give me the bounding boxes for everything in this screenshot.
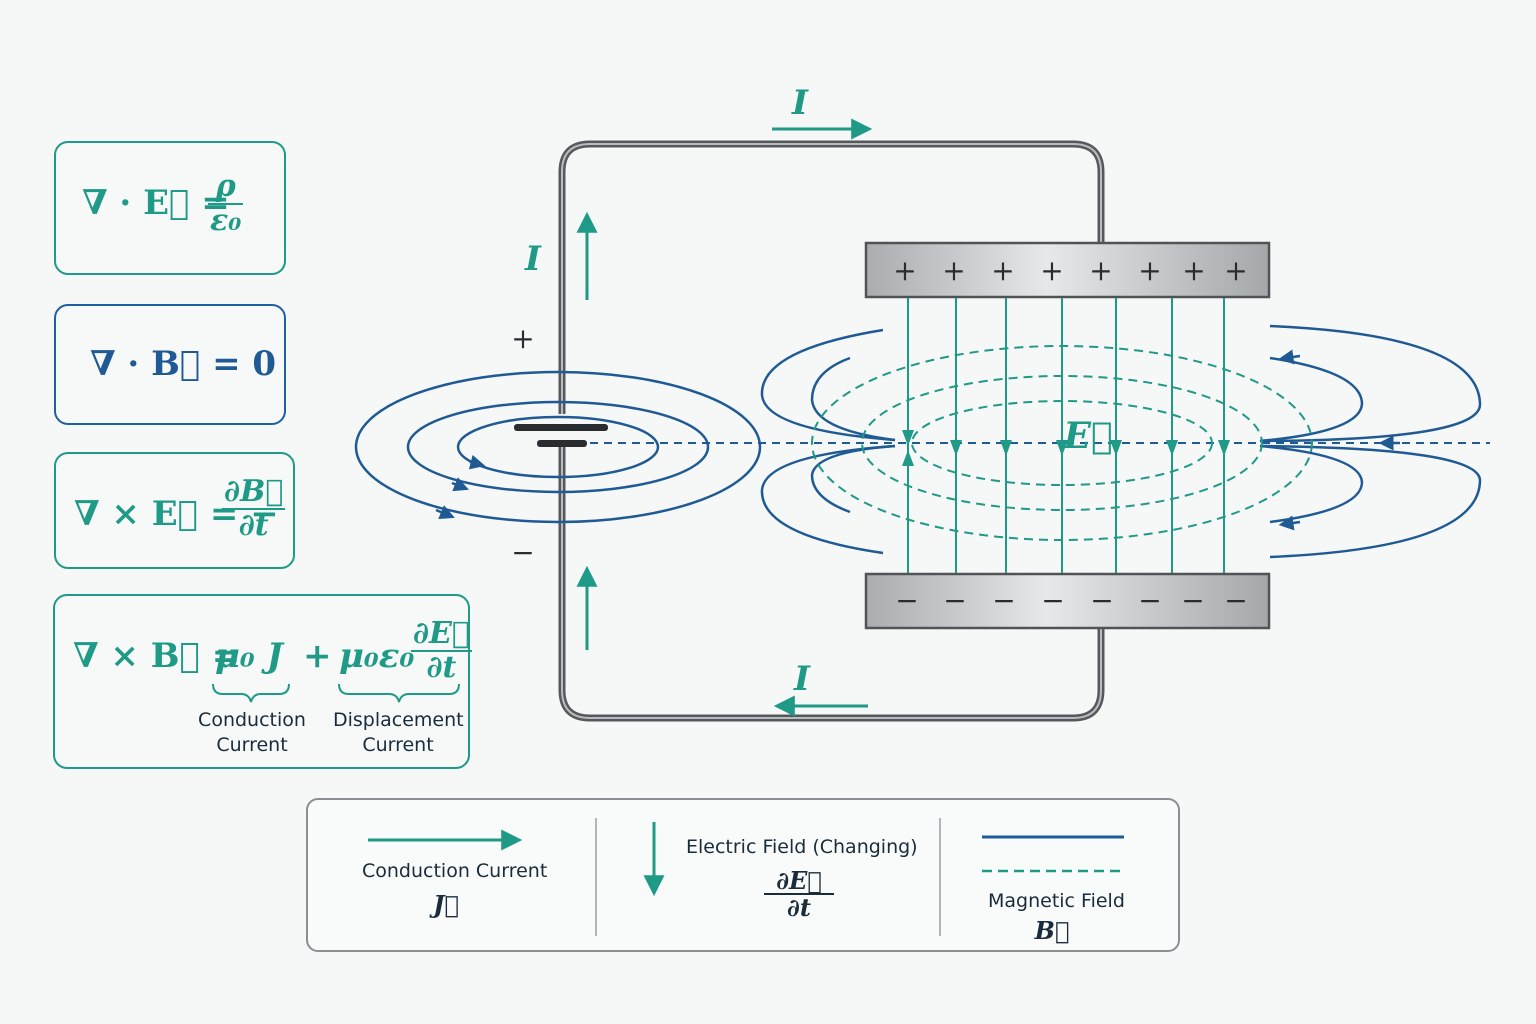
plus-sign: + <box>942 254 965 287</box>
gauss-electric-lhs: ∇ · E⃗ = <box>82 183 230 223</box>
plus-sign: + <box>1182 254 1205 287</box>
cap-right-loop-1 <box>1259 324 1482 443</box>
plus-sign: + <box>893 254 916 287</box>
cap-left-loop-2 <box>810 356 896 442</box>
electric-field-lines <box>907 298 1225 573</box>
ampere-plus: + <box>303 636 332 676</box>
legend-efield-numerator: ∂E⃗ <box>764 868 834 896</box>
battery-loop-inner <box>456 415 660 479</box>
underbrace-graphics <box>212 683 460 703</box>
conduction-label-line2: Current <box>216 733 288 756</box>
faraday-lhs: ∇ × E⃗ = − <box>74 494 279 534</box>
current-label-left: I <box>524 239 542 279</box>
circuit-diagram: + + + + + + + + − − − − − − − − E⃗ <box>354 83 1490 722</box>
ampere-denominator: ∂t <box>426 649 457 685</box>
minus-sign: − <box>943 584 966 617</box>
current-label-top: I <box>791 83 809 123</box>
legend-graphics <box>368 818 1124 936</box>
displacement-underbrace <box>338 683 460 703</box>
legend-conduction-label: Conduction Current <box>362 860 548 882</box>
battery-loop-middle <box>406 400 710 494</box>
ampere-lhs: ∇ × B⃗ = <box>73 636 241 676</box>
cap-left-loop-3 <box>760 444 896 555</box>
battery-long-plate <box>514 424 608 431</box>
displacement-label-line1: Displacement <box>333 709 464 731</box>
legend-panel: Conduction Current J⃗ Electric Field (Ch… <box>306 798 1180 952</box>
right-field-arrow-1 <box>1278 349 1301 365</box>
faraday-law-box: ∇ × E⃗ = − ∂B⃗ ∂t <box>54 452 295 569</box>
e-field-arrowhead <box>1110 440 1122 456</box>
cap-right-loop-3 <box>1259 444 1482 559</box>
battery-short-plate <box>537 440 587 447</box>
minus-sign: − <box>992 584 1015 617</box>
conduction-underbrace <box>212 683 290 703</box>
plus-sign: + <box>1089 254 1112 287</box>
battery-loop-arrow-outer <box>435 505 455 520</box>
capacitor-bottom-plate <box>864 572 1271 630</box>
cap-right-loop-2 <box>1259 356 1364 443</box>
bottom-plate-signs: − − − − − − − − <box>895 584 1247 617</box>
cap-left-loop-1 <box>760 328 896 442</box>
gauss-magnetic-equation: ∇ · B⃗ = 0 <box>90 344 277 384</box>
ampere-maxwell-box: ∇ × B⃗ = μ₀ J + μ₀ε₀ ∂E⃗ ∂t Conduction C… <box>53 594 472 769</box>
plus-sign: + <box>991 254 1014 287</box>
battery-loop-arrow-inner <box>468 454 486 470</box>
capacitor-magnetic-left <box>760 328 896 555</box>
battery-minus-label: − <box>511 536 534 569</box>
minus-sign: − <box>1181 584 1204 617</box>
faraday-denominator: ∂t <box>238 507 269 543</box>
e-field-arrowhead <box>950 440 962 456</box>
ampere-term-displacement: μ₀ε₀ <box>339 636 415 676</box>
electric-field-label: E⃗ <box>1062 415 1112 457</box>
minus-sign: − <box>1090 584 1113 617</box>
minus-sign: − <box>1138 584 1161 617</box>
displacement-label-line2: Current <box>362 733 434 756</box>
legend-efield-denominator: ∂t <box>787 893 811 923</box>
cap-left-loop-4 <box>810 444 896 514</box>
legend-magnetic-symbol: B⃗ <box>1034 916 1070 945</box>
minus-sign: − <box>1224 584 1247 617</box>
e-field-arrowhead <box>1218 440 1230 456</box>
battery-plus-label: + <box>511 322 534 355</box>
e-field-arrowhead <box>902 430 914 446</box>
ampere-numerator: ∂E⃗ <box>411 616 472 652</box>
capacitor-top-plate <box>864 241 1271 299</box>
conduction-label-line1: Conduction <box>198 709 306 731</box>
plus-sign: + <box>1138 254 1161 287</box>
gauss-law-magnetic-box: ∇ · B⃗ = 0 <box>54 304 286 425</box>
legend-efield-label: Electric Field (Changing) <box>686 836 918 858</box>
capacitor-magnetic-right <box>1259 324 1482 559</box>
electric-field-arrowheads <box>902 430 1230 466</box>
right-field-arrow-2 <box>1278 515 1301 531</box>
gauss-electric-denominator: ε₀ <box>210 202 242 238</box>
minus-sign: − <box>895 584 918 617</box>
gauss-electric-numerator: ρ <box>208 171 244 205</box>
e-field-arrowhead <box>902 450 914 466</box>
e-field-arrowhead <box>1056 440 1068 456</box>
battery-loop-outer <box>354 370 762 524</box>
plus-sign: + <box>1224 254 1247 287</box>
battery-loop-arrow-middle <box>451 477 469 492</box>
minus-sign: − <box>1041 584 1064 617</box>
legend-magnetic-label: Magnetic Field <box>988 890 1125 912</box>
current-label-bottom: I <box>793 659 811 699</box>
faraday-numerator: ∂B⃗ <box>222 474 286 510</box>
e-field-arrowhead <box>1166 440 1178 456</box>
gauss-law-electric-box: ∇ · E⃗ = ρ ε₀ <box>54 141 286 275</box>
battery-magnetic-loops <box>354 370 762 524</box>
e-field-arrowhead <box>1000 440 1012 456</box>
ampere-term-conduction: μ₀ J <box>215 636 283 676</box>
legend-conduction-symbol: J⃗ <box>433 890 459 919</box>
plus-sign: + <box>1040 254 1063 287</box>
top-plate-signs: + + + + + + + + <box>893 254 1247 287</box>
cap-right-loop-4 <box>1259 444 1364 524</box>
